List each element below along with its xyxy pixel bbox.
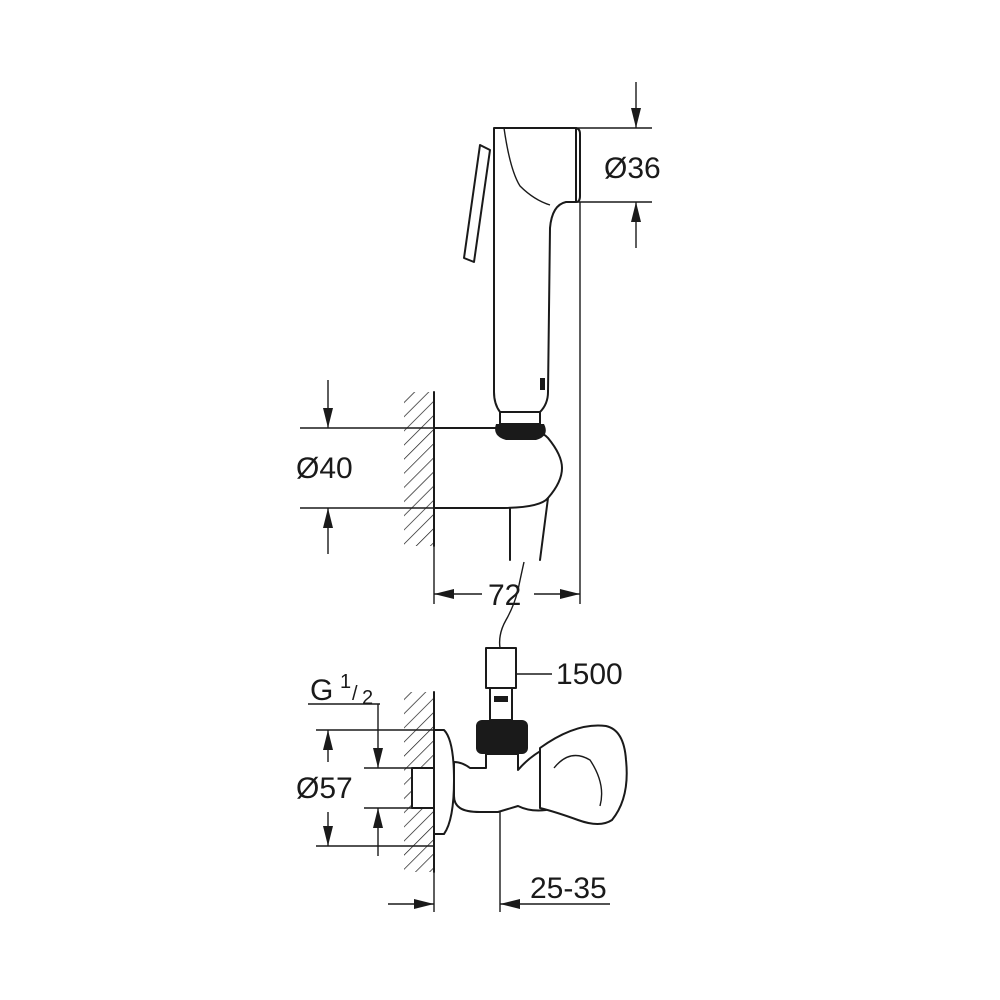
dimension-spray-diameter: Ø36: [576, 82, 661, 248]
dimension-hose-length: 1500: [516, 658, 623, 691]
holder-diameter-label: Ø40: [296, 452, 353, 485]
dimension-holder-diameter: Ø40: [296, 380, 434, 554]
dimension-rosette-diameter: Ø57: [296, 729, 434, 847]
angle-valve: [411, 647, 628, 835]
valve-projection-label: 25-35: [530, 872, 607, 905]
spray-diameter-label: Ø36: [604, 152, 661, 185]
thread-denominator: 2: [362, 687, 373, 709]
rosette-diameter-label: Ø57: [296, 772, 353, 805]
dimension-valve-projection: 25-35: [388, 812, 610, 912]
hose-break-line: [498, 561, 525, 649]
hose-length-label: 1500: [556, 658, 623, 691]
hand-spray: [463, 127, 581, 440]
wall-holder: [433, 427, 563, 561]
thread-slash: /: [352, 683, 358, 705]
upper-wall: [404, 391, 435, 547]
thread-numerator: 1: [340, 671, 351, 693]
thread-label: G 1 / 2: [308, 671, 434, 856]
thread-prefix: G: [310, 674, 333, 707]
